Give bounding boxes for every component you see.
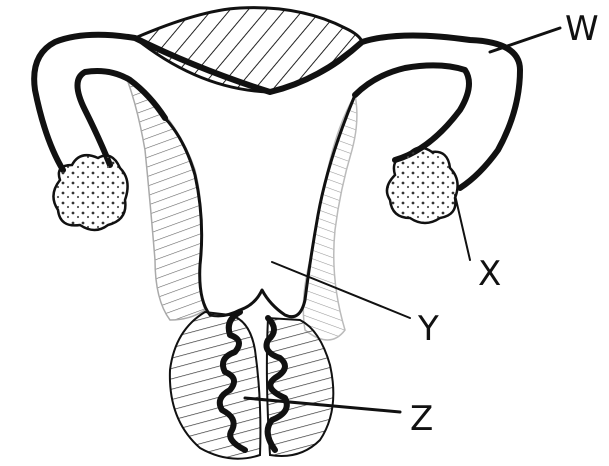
label-y: Y bbox=[417, 309, 439, 349]
fundus-hatched-region bbox=[135, 8, 362, 92]
right-ovary bbox=[387, 148, 458, 223]
label-x: X bbox=[478, 254, 501, 294]
inner-tube-right-outline bbox=[355, 65, 469, 160]
leader-line-w bbox=[490, 28, 560, 52]
label-z: Z bbox=[410, 399, 433, 439]
leader-line-y bbox=[272, 262, 410, 318]
right-uterine-wall bbox=[303, 95, 357, 340]
cervix-region bbox=[170, 312, 261, 459]
label-w: W bbox=[565, 9, 599, 49]
leader-line-x bbox=[455, 195, 470, 260]
left-ovary bbox=[53, 155, 127, 230]
